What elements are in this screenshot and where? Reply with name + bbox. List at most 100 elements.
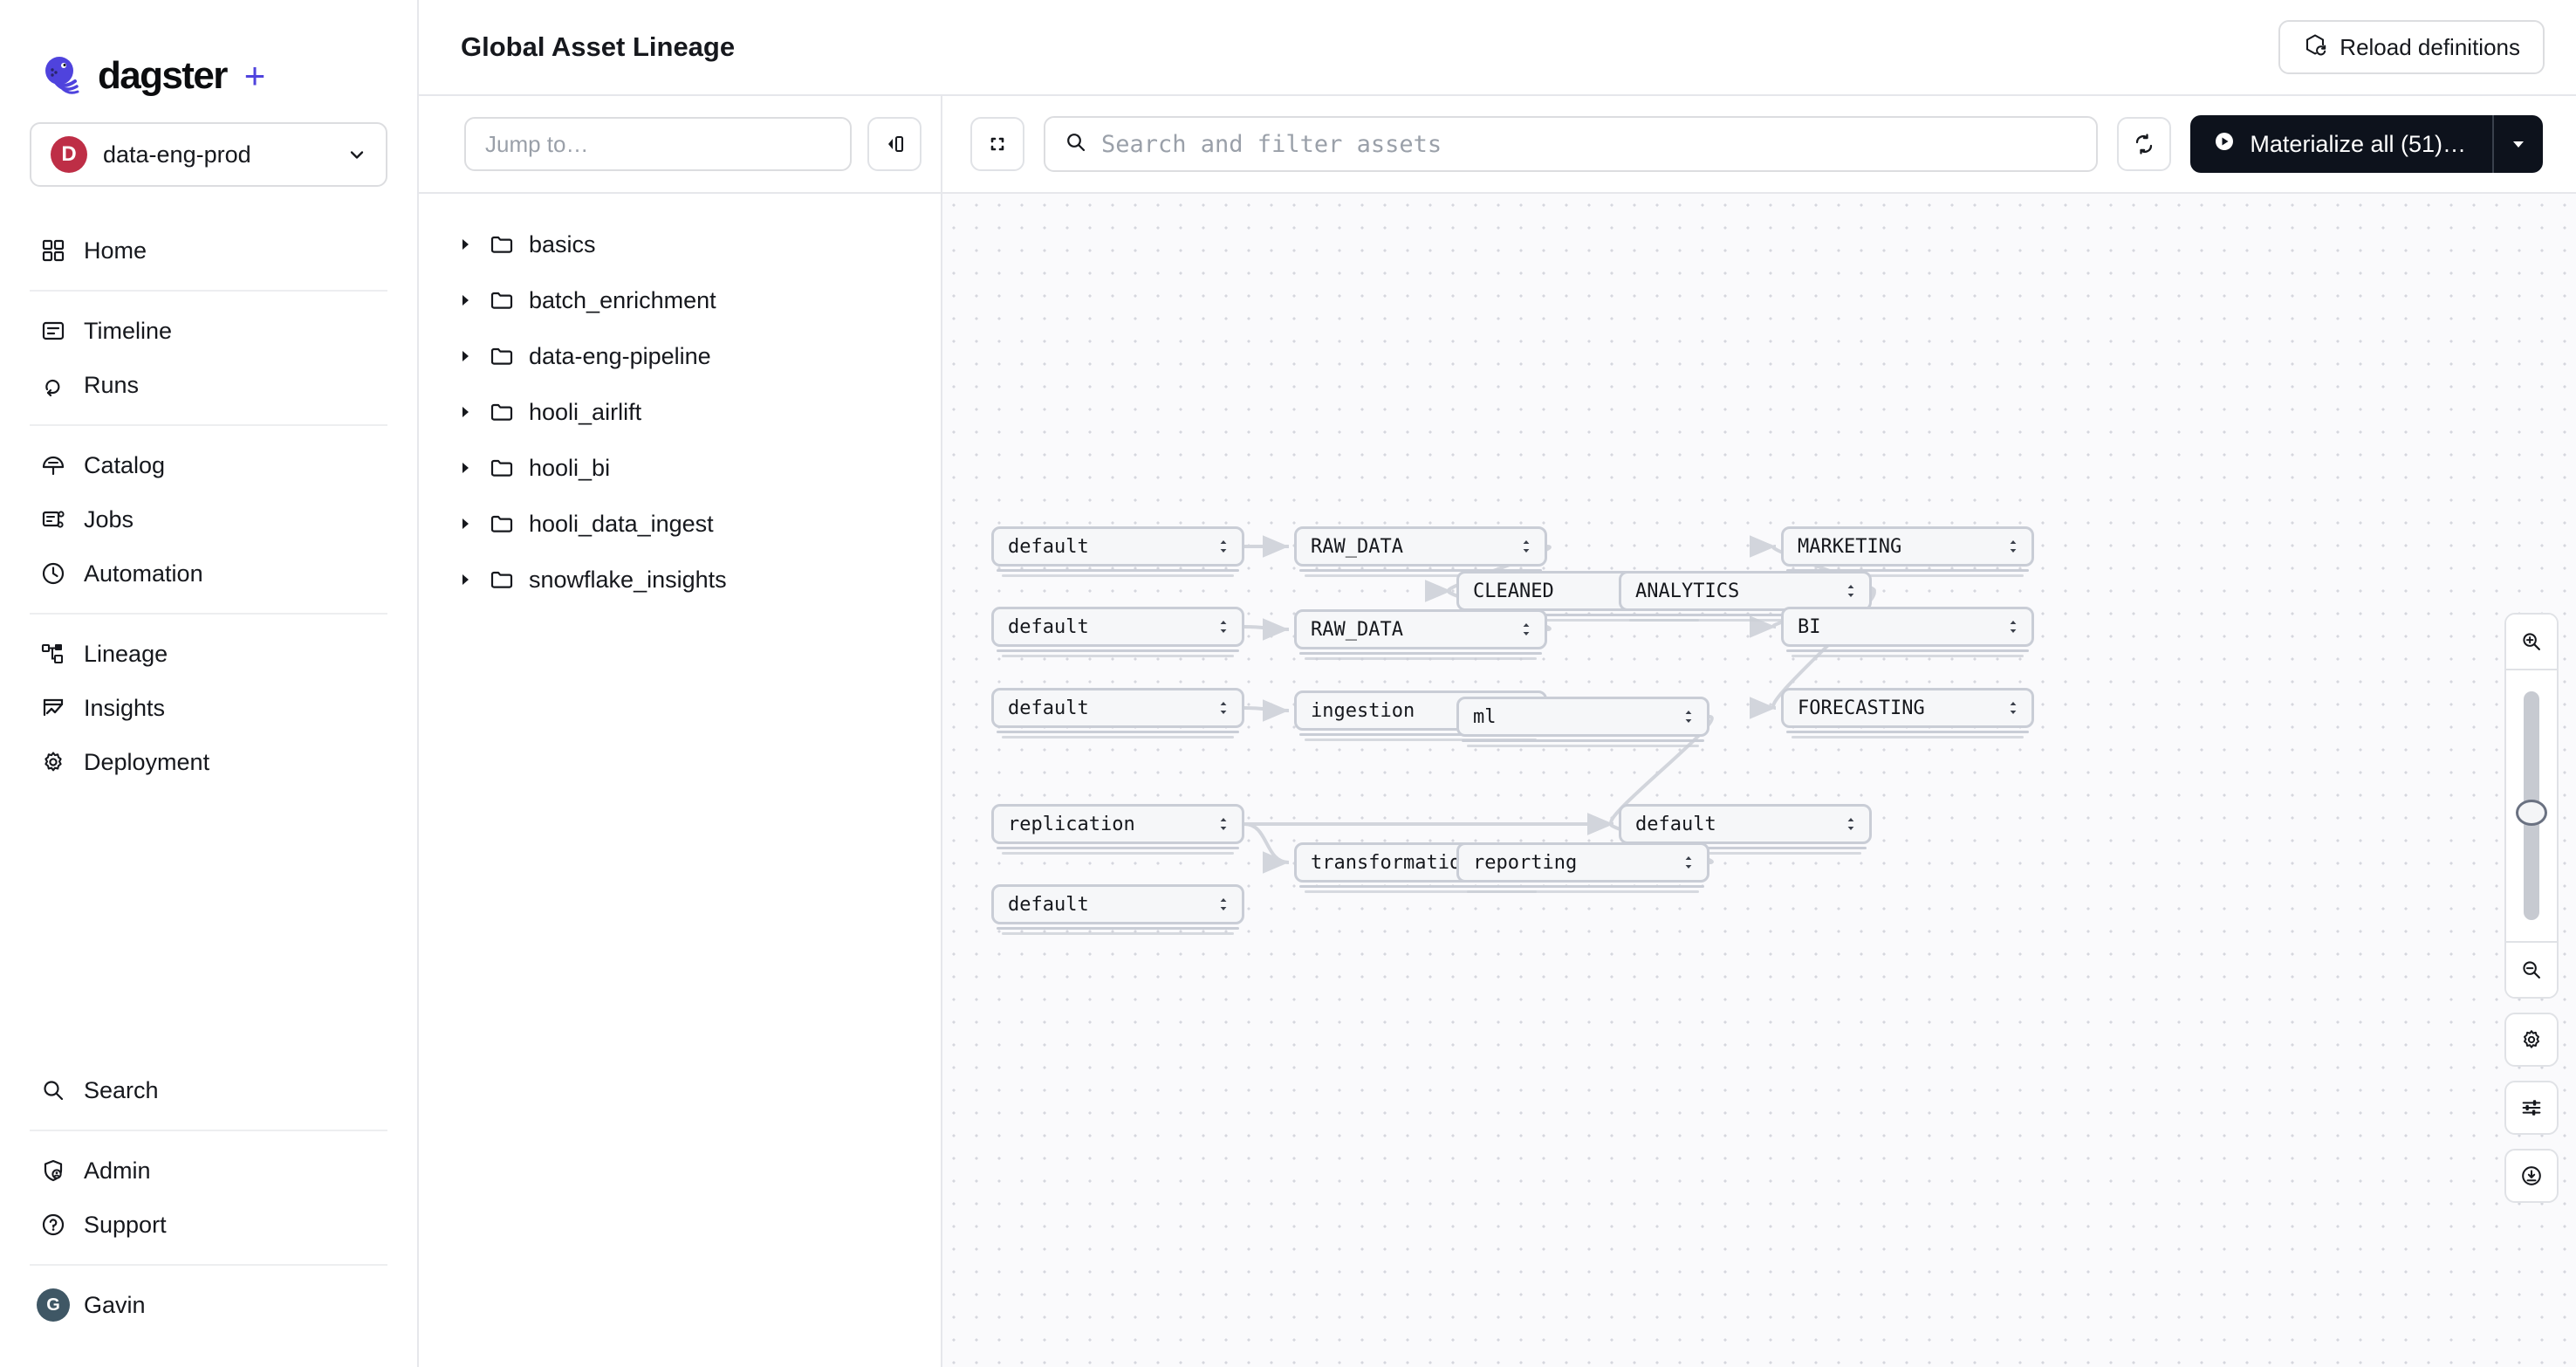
graph-node-label: default	[1008, 615, 1089, 638]
graph-node[interactable]: MARKETING	[1781, 526, 2034, 567]
graph-node-stack-line	[1462, 739, 1704, 742]
search-input[interactable]	[1101, 130, 2078, 158]
tree-item[interactable]: data-eng-pipeline	[419, 328, 941, 384]
sidebar-item-user[interactable]: G Gavin	[30, 1278, 387, 1332]
sidebar-item-support[interactable]: Support	[30, 1198, 387, 1252]
sidebar-item-deployment[interactable]: Deployment	[30, 735, 387, 789]
graph-node[interactable]: BI	[1781, 607, 2034, 647]
materialize-all-button[interactable]: Materialize all (51)…	[2190, 115, 2543, 173]
tree-item-label: snowflake_insights	[529, 566, 727, 593]
zoom-controls	[2504, 613, 2559, 1203]
graph-node-label: MARKETING	[1798, 535, 1902, 558]
graph-node-stack-line	[1624, 614, 1867, 616]
graph-node[interactable]: RAW_DATA	[1294, 526, 1547, 567]
sidebar-item-jobs[interactable]: Jobs	[30, 492, 387, 546]
graph-node[interactable]: replication	[991, 804, 1244, 844]
deployment-picker[interactable]: D data-eng-prod	[30, 122, 387, 187]
tree-item[interactable]: hooli_data_ingest	[419, 496, 941, 552]
sidebar-item-automation[interactable]: Automation	[30, 546, 387, 601]
caret-down-icon[interactable]	[2494, 115, 2543, 173]
brand[interactable]: dagster +	[0, 0, 417, 113]
sidebar-item-insights[interactable]: Insights	[30, 681, 387, 735]
graph-toolbar: Materialize all (51)…	[419, 96, 2576, 194]
graph-settings-gear-icon[interactable]	[2504, 1013, 2559, 1067]
zoom-slider-thumb[interactable]	[2516, 800, 2547, 826]
graph-node-label: reporting	[1473, 851, 1578, 874]
graph-node-stack-line	[1299, 652, 1542, 655]
sidebar-item-search[interactable]: Search	[30, 1063, 387, 1117]
graph-filters-sliders-icon[interactable]	[2504, 1081, 2559, 1135]
graph-node[interactable]: default	[1619, 804, 1872, 844]
tree-item[interactable]: batch_enrichment	[419, 272, 941, 328]
caret-right-icon[interactable]	[456, 458, 475, 477]
graph-node-stack-line	[1467, 745, 1699, 747]
clock-icon	[40, 560, 66, 587]
question-circle-icon	[40, 1212, 66, 1238]
page-header: Global Asset Lineage Reload definitions	[419, 0, 2576, 96]
graph-node-stack-line	[1786, 731, 2029, 733]
sort-updown-icon	[1217, 538, 1230, 555]
zoom-in-icon[interactable]	[2506, 615, 2557, 669]
avatar-initial: G	[37, 1288, 70, 1322]
tree-item[interactable]: hooli_airlift	[419, 384, 941, 440]
sidebar-item-catalog[interactable]: Catalog	[30, 438, 387, 492]
sidebar-item-runs[interactable]: Runs	[30, 358, 387, 412]
folder-icon	[489, 231, 515, 258]
graph-node[interactable]: ANALYTICS	[1619, 571, 1872, 611]
caret-right-icon[interactable]	[456, 402, 475, 422]
graph-node[interactable]: default	[991, 884, 1244, 924]
deployment-avatar: D	[51, 136, 87, 173]
insights-chart-icon	[40, 695, 66, 721]
sidebar-item-lineage[interactable]: Lineage	[30, 627, 387, 681]
graph-node-stack-line	[1299, 569, 1542, 572]
graph-node[interactable]: default	[991, 688, 1244, 728]
download-circle-icon[interactable]	[2504, 1149, 2559, 1203]
folder-icon	[489, 567, 515, 593]
tree-item-label: data-eng-pipeline	[529, 342, 711, 369]
graph-node-stack-line	[1629, 852, 1861, 855]
graph-node[interactable]: RAW_DATA	[1294, 609, 1547, 649]
sort-updown-icon	[1520, 538, 1532, 555]
graph-node[interactable]: default	[991, 526, 1244, 567]
graph-node[interactable]: FORECASTING	[1781, 688, 2034, 728]
graph-node-stack-line	[997, 649, 1239, 652]
graph-node[interactable]: ml	[1456, 697, 1709, 737]
gear-icon	[40, 749, 66, 775]
tree-item[interactable]: snowflake_insights	[419, 552, 941, 608]
sidebar: dagster + D data-eng-prod	[0, 0, 419, 1367]
graph-edge	[1243, 618, 1290, 641]
materialize-divider	[2492, 115, 2494, 173]
graph-node-stack-line	[1792, 655, 2024, 657]
sidebar-item-admin[interactable]: Admin	[30, 1144, 387, 1198]
graph-node-stack-line	[1629, 619, 1861, 622]
jump-to-input[interactable]	[464, 117, 852, 171]
caret-right-icon[interactable]	[456, 235, 475, 254]
tree-item[interactable]: basics	[419, 216, 941, 272]
caret-right-icon[interactable]	[456, 570, 475, 589]
graph-node-stack-line	[997, 847, 1239, 849]
materialize-main[interactable]: Materialize all (51)…	[2190, 115, 2492, 173]
timeline-icon	[40, 318, 66, 344]
sidebar-item-home[interactable]: Home	[30, 223, 387, 278]
tree-item[interactable]: hooli_bi	[419, 440, 941, 496]
collapse-left-panel-icon[interactable]	[867, 117, 921, 171]
graph-node-stack-line	[1002, 574, 1234, 577]
sort-updown-icon	[1217, 896, 1230, 913]
caret-right-icon[interactable]	[456, 291, 475, 310]
expand-fullscreen-icon[interactable]	[970, 117, 1024, 171]
refresh-icon[interactable]	[2117, 117, 2172, 171]
reload-definitions-button[interactable]: Reload definitions	[2278, 20, 2545, 74]
zoom-out-icon[interactable]	[2506, 943, 2557, 997]
zoom-slider[interactable]	[2506, 670, 2557, 941]
asset-search-field[interactable]	[1044, 116, 2099, 172]
graph-node[interactable]: default	[991, 607, 1244, 647]
play-circle-icon	[2213, 130, 2236, 159]
toolbar-left	[419, 96, 942, 192]
sort-updown-icon	[1217, 699, 1230, 717]
graph-node[interactable]: reporting	[1456, 842, 1709, 883]
caret-right-icon[interactable]	[456, 514, 475, 533]
caret-right-icon[interactable]	[456, 347, 475, 366]
sidebar-item-timeline[interactable]: Timeline	[30, 304, 387, 358]
sort-updown-icon	[1682, 854, 1695, 871]
